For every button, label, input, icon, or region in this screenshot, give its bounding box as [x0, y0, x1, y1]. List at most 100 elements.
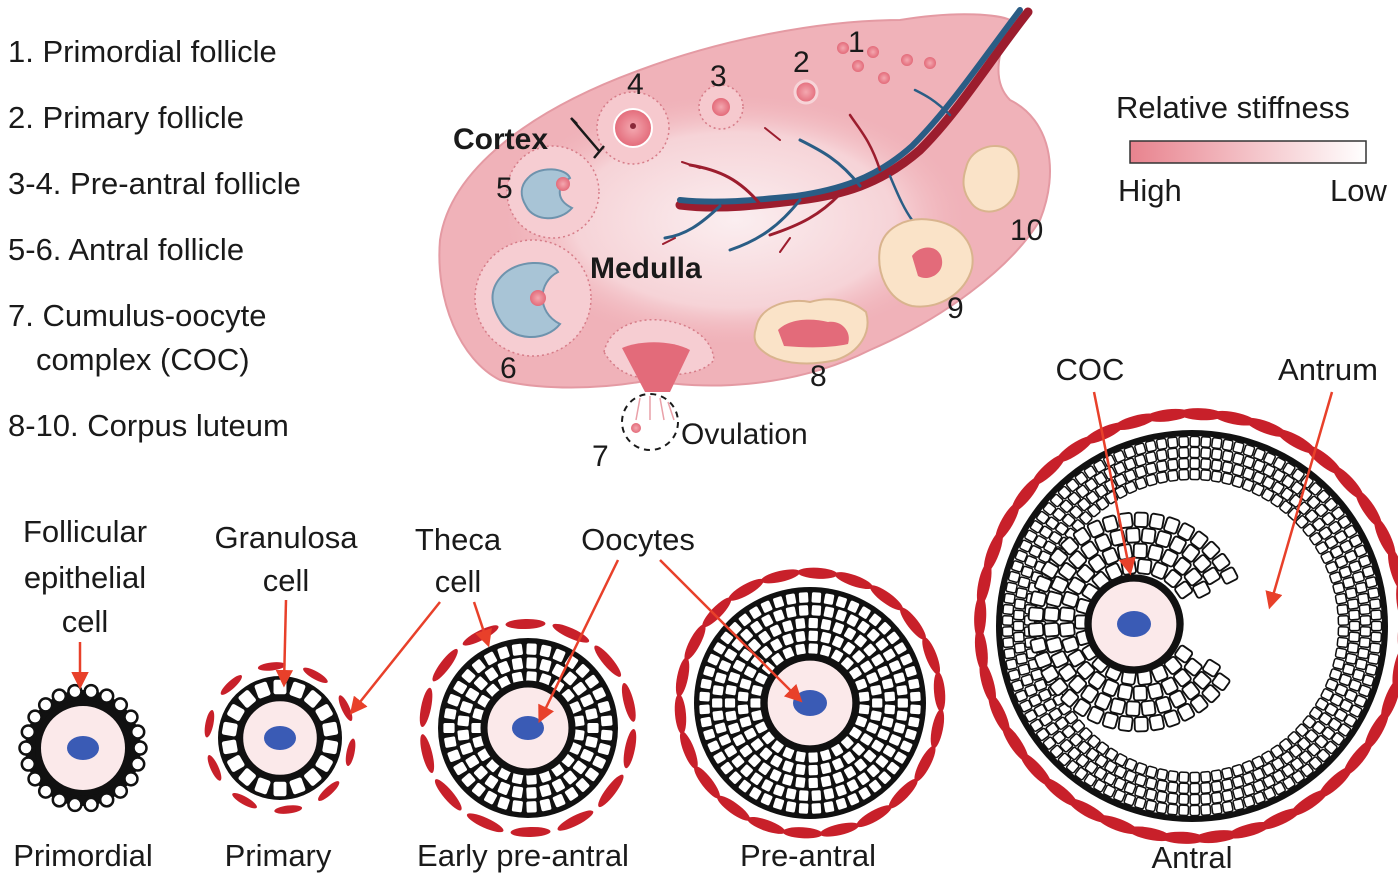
follicular-cell: [37, 697, 54, 713]
granulosa-cell: [1329, 668, 1343, 681]
granulosa-cell: [1040, 664, 1060, 684]
granulosa-cell: [510, 784, 525, 800]
granulosa-cell: [1251, 483, 1265, 497]
granulosa-cell: [1167, 792, 1179, 805]
granulosa-cell: [1270, 744, 1284, 759]
granulosa-cell: [722, 743, 739, 759]
granulosa-cell: [1325, 561, 1339, 574]
theca-cell: [1083, 422, 1125, 444]
granulosa-cell: [1035, 510, 1050, 525]
granulosa-cell: [797, 788, 811, 803]
stiffness-title: Relative stiffness: [1116, 90, 1350, 125]
granulosa-cell: [898, 652, 914, 668]
legend-item-5b: complex (COC): [36, 342, 250, 377]
follicular-cell: [37, 783, 54, 799]
granulosa-cell: [1189, 530, 1209, 550]
granulosa-cell: [845, 612, 861, 629]
granulosa-cell: [1282, 776, 1296, 790]
granulosa-cell: [1242, 467, 1255, 481]
granulosa-cell: [1123, 781, 1137, 795]
granulosa-cell: [1049, 744, 1064, 759]
granulosa-cell: [1086, 705, 1105, 725]
granulosa-cell: [1076, 564, 1096, 583]
granulosa-cell: [1045, 722, 1060, 736]
granulosa-cell: [874, 636, 890, 653]
granulosa-cell: [1074, 766, 1089, 781]
granulosa-cell: [1261, 475, 1275, 490]
theca-cell: [694, 766, 721, 799]
granulosa-cell: [1123, 457, 1137, 471]
theca-cell: [345, 738, 356, 767]
granulosa-cell: [1160, 676, 1179, 696]
granulosa-cell: [1309, 706, 1323, 720]
granulosa-cell: [483, 665, 500, 683]
theca-cell: [505, 619, 546, 630]
granulosa-cell: [876, 769, 893, 786]
granulosa-cell: [1020, 673, 1034, 687]
granulosa-cell: [1144, 799, 1157, 813]
granulosa-cell: [1352, 668, 1365, 682]
granulosa-cell: [784, 604, 798, 620]
granulosa-cell: [784, 799, 798, 815]
granulosa-cell: [1251, 755, 1265, 769]
marker-3: 3: [710, 60, 727, 93]
granulosa-cell: [1103, 784, 1116, 798]
granulosa-cell: [1132, 685, 1148, 702]
granulosa-cell: [1029, 636, 1048, 654]
granulosa-cell: [726, 721, 742, 736]
granulosa-cell: [1001, 626, 1014, 637]
granulosa-cell: [1262, 463, 1276, 478]
stage-annotations: Follicular epithelial cell Granulosa cel…: [23, 352, 1378, 639]
theca-cell: [1343, 740, 1373, 776]
granulosa-cell: [1087, 671, 1107, 690]
granulosa-cell: [1010, 679, 1024, 692]
granulosa-cell: [524, 641, 539, 657]
granulosa-cell: [1221, 472, 1234, 485]
annotation-arrows: [71, 391, 1334, 724]
granulosa-cell: [723, 696, 737, 710]
granulosa-cell: [1024, 555, 1038, 568]
granulosa-cell: [869, 652, 886, 668]
granulosa-cell: [1072, 698, 1092, 717]
granulosa-cell: [599, 728, 615, 743]
follicle-3: [698, 84, 744, 130]
granulosa-cell: [768, 767, 784, 783]
granulosa-cell: [1221, 449, 1234, 463]
granulosa-cell: [1316, 489, 1331, 504]
granulosa-cell: [842, 764, 858, 780]
granulosa-cell: [723, 709, 739, 723]
granulosa-cell: [780, 618, 795, 634]
stage-label-primary: Primary: [225, 838, 332, 873]
theca-cell: [974, 594, 987, 639]
granulosa-cell: [1337, 723, 1352, 737]
granulosa-cell: [1168, 689, 1187, 709]
granulosa-cell: [1324, 497, 1338, 512]
theca-cell: [782, 827, 823, 839]
granulosa-cell: [1116, 683, 1134, 701]
theca-cell: [974, 628, 988, 673]
granulosa-cell: [1084, 477, 1099, 492]
granulosa-cell: [1019, 539, 1033, 553]
granulosa-cell: [1231, 463, 1245, 477]
oocytes-label: Oocytes: [581, 522, 695, 557]
granulosa-cell: [1134, 442, 1147, 456]
granulosa-cell: [1052, 507, 1066, 522]
granulosa-cell: [482, 789, 499, 806]
granulosa-cell: [869, 738, 886, 754]
granulosa-cell: [1221, 461, 1234, 474]
granulosa-cell: [1076, 661, 1096, 680]
granulosa-cell: [1348, 560, 1362, 573]
granulosa-cell: [1298, 750, 1313, 764]
granulosa-cell: [1211, 672, 1231, 692]
granulosa-cell: [749, 736, 765, 753]
granulosa-cell: [697, 703, 712, 716]
follicular-cell: [98, 792, 115, 808]
granulosa-cell: [1304, 509, 1319, 523]
granulosa-cell: [1200, 803, 1212, 816]
granulosa-cell: [1242, 794, 1256, 808]
granulosa-cell: [1134, 476, 1148, 490]
follicular-cell: [123, 709, 139, 725]
granulosa-cell: [701, 664, 717, 679]
granulosa-cell: [818, 630, 833, 645]
granulosa-cell: [771, 594, 786, 610]
